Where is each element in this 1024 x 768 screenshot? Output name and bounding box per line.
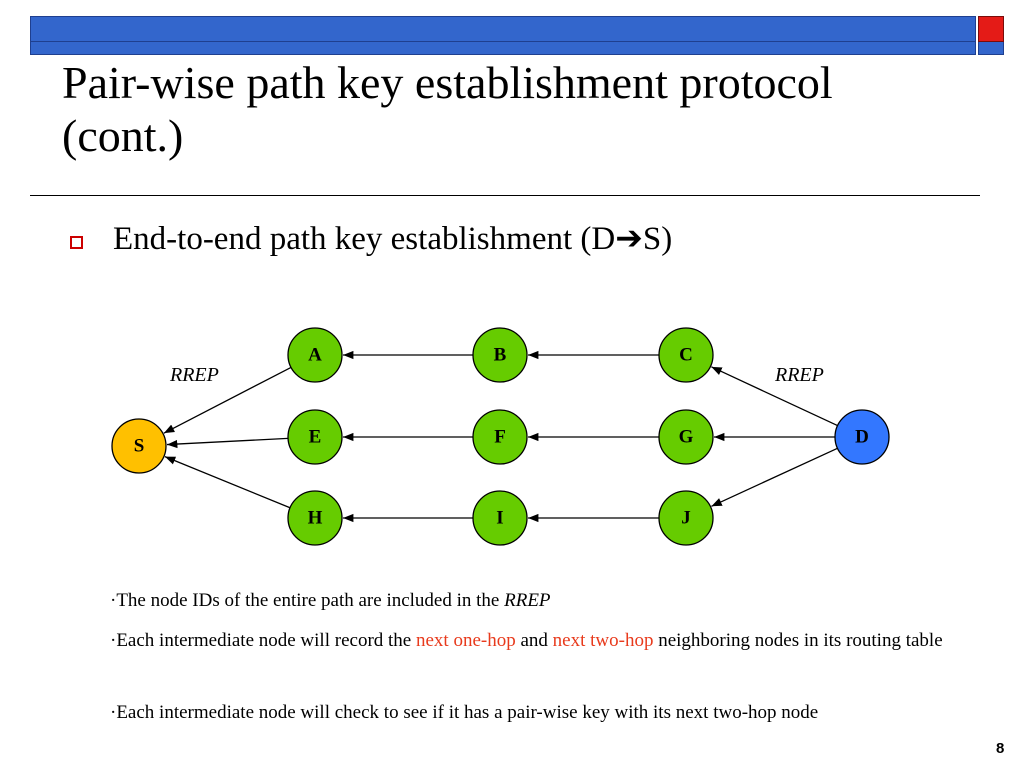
node-h-circle <box>287 490 343 546</box>
note-2-part2: and <box>515 630 553 651</box>
bullet-text-after: S) <box>642 221 673 257</box>
note-2-bullet: · <box>110 630 117 651</box>
node-f-circle <box>472 409 528 465</box>
node-c-circle <box>658 327 714 383</box>
node-g: G <box>658 409 714 465</box>
node-a-circle <box>287 327 343 383</box>
note-1: ·The node IDs of the entire path are inc… <box>110 588 980 614</box>
node-f-label: F <box>494 426 506 447</box>
node-i-circle <box>472 490 528 546</box>
note-2: ·Each intermediate node will record the … <box>110 628 980 654</box>
node-h-label: H <box>308 507 323 528</box>
edges-layer <box>163 350 838 523</box>
slide-title: Pair-wise path key establishment protoco… <box>62 57 833 162</box>
note-1-bullet: · <box>110 590 117 611</box>
node-j-circle <box>658 490 714 546</box>
header-blue-square <box>978 42 1004 55</box>
header-bar <box>30 16 976 42</box>
node-f: F <box>472 409 528 465</box>
node-s-circle <box>111 418 167 474</box>
node-e: E <box>287 409 343 465</box>
node-j: J <box>658 490 714 546</box>
note-2-part1: Each intermediate node will record the <box>116 630 416 651</box>
node-g-label: G <box>679 426 694 447</box>
node-s: S <box>111 418 167 474</box>
header-bar-thin <box>30 42 976 55</box>
note-3-bullet: · <box>110 702 117 723</box>
node-i-label: I <box>496 507 503 528</box>
edge-a-to-s <box>163 366 292 434</box>
rrep-label-right: RREP <box>774 364 824 386</box>
node-d: D <box>834 409 890 465</box>
node-d-circle <box>834 409 890 465</box>
note-2-part3: neighboring nodes in its routing table <box>653 630 943 651</box>
node-g-circle <box>658 409 714 465</box>
note-2-highlight-one-hop: next one-hop <box>415 630 516 651</box>
node-d-label: D <box>855 426 869 447</box>
note-1-text: The node IDs of the entire path are incl… <box>116 590 505 611</box>
node-c: C <box>658 327 714 383</box>
node-b-label: B <box>494 344 507 365</box>
note-3: ·Each intermediate node will check to se… <box>110 700 980 726</box>
nodes-layer: S A B C E F G H I J D <box>111 327 890 546</box>
rrep-label-left: RREP <box>169 364 219 386</box>
title-rule <box>30 195 980 196</box>
node-j-label: J <box>681 507 691 528</box>
right-arrow-icon: ➔ <box>615 221 643 257</box>
node-e-label: E <box>309 426 322 447</box>
node-a: A <box>287 327 343 383</box>
bullet-text-before: End-to-end path key establishment (D <box>113 221 616 257</box>
edge-h-to-s <box>164 456 291 509</box>
node-c-label: C <box>679 344 693 365</box>
edge-d-to-c <box>711 366 838 427</box>
node-b: B <box>472 327 528 383</box>
header-red-square <box>978 16 1004 42</box>
bullet-text: End-to-end path key establishment (D➔S) <box>113 218 672 258</box>
note-3-text: Each intermediate node will check to see… <box>116 702 819 723</box>
edge-e-to-s <box>166 437 289 449</box>
node-h: H <box>287 490 343 546</box>
bullet-square-icon <box>70 236 83 249</box>
note-1-italic: RREP <box>504 590 551 611</box>
page-number: 8 <box>996 740 1005 757</box>
routing-diagram: S A B C E F G H I J D RREP RREP <box>111 327 890 546</box>
node-e-circle <box>287 409 343 465</box>
edge-d-to-j <box>711 447 838 507</box>
node-s-label: S <box>134 435 145 456</box>
node-a-label: A <box>308 344 322 365</box>
node-i: I <box>472 490 528 546</box>
node-b-circle <box>472 327 528 383</box>
note-2-highlight-two-hop: next two-hop <box>552 630 654 651</box>
